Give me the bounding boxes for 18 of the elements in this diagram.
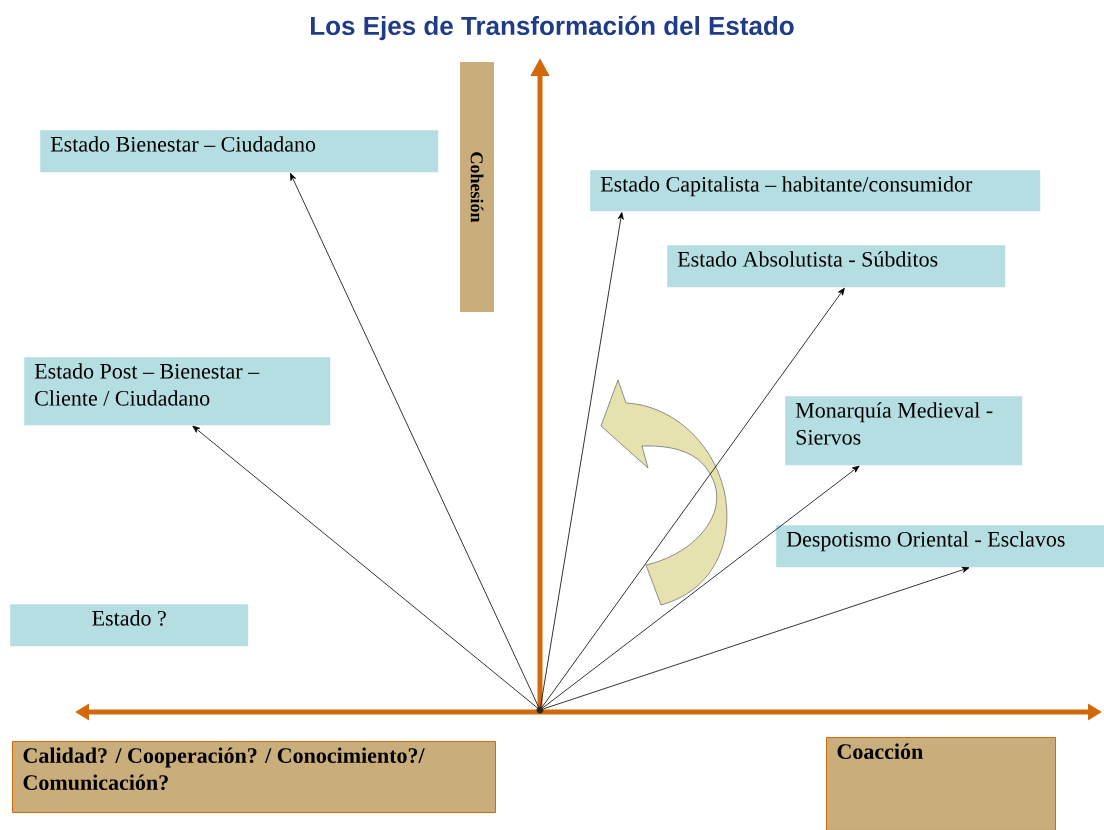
state-box: Estado Capitalista – habitante/consumidor (590, 170, 1041, 212)
arrow (290, 173, 539, 708)
title: Los Ejes de Transformación del Estado (311, 15, 794, 41)
state-box: Estado Absolutista - Súbditos (667, 245, 1006, 288)
cohesion-box: Cohesión (460, 62, 494, 312)
state-box: Estado ? (10, 604, 249, 647)
arrow (541, 287, 845, 708)
arrow (192, 425, 538, 709)
axis-label-box: Coacción (826, 737, 1056, 830)
arrow (543, 566, 970, 710)
axis-label-box: Calidad? / Cooperación? / Conocimiento?/ Comunicación? (12, 741, 496, 813)
state-box: Despotismo Oriental - Esclavos (776, 525, 1104, 568)
state-box: Monarquía Medieval - Siervos (785, 396, 1023, 466)
arrow (540, 212, 624, 707)
state-box: Estado Bienestar – Ciudadano (40, 130, 439, 173)
state-box: Estado Post – Bienestar – Cliente / Ciudadano (24, 357, 331, 426)
origin-point (536, 706, 544, 714)
arrow (542, 465, 860, 709)
